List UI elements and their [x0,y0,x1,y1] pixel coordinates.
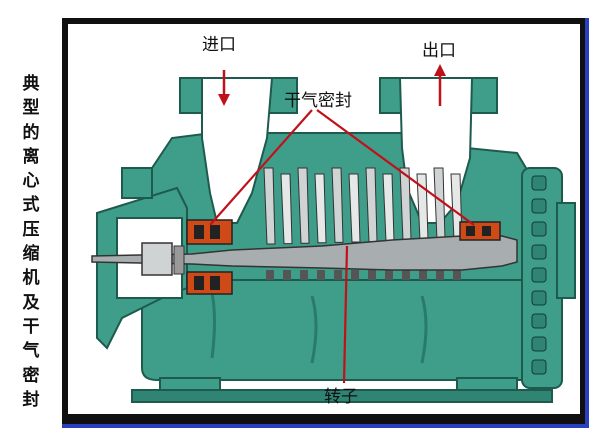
impeller-fin [297,167,310,244]
lower-casing [131,279,553,403]
diagram-panel: 进口 出口 干气密封 转子 [62,18,589,428]
bolt [531,359,547,375]
side-title-char: 封 [22,389,40,410]
impeller-hub [317,270,325,280]
impeller-hub [453,270,461,280]
side-title-char: 型 [22,98,40,119]
side-title-char: 及 [22,292,40,313]
compressor-diagram: 进口 出口 干气密封 转子 [62,18,589,428]
frame-blue-bottom [62,424,589,428]
side-title-char: 干 [22,316,40,337]
side-title-char: 的 [22,122,40,143]
label-rotor: 转子 [324,387,358,407]
dry-gas-seal-right [459,221,501,241]
impeller-hub [385,270,393,280]
bolt [531,175,547,191]
side-title-char: 典 [22,74,40,94]
impeller-hub [436,270,444,280]
side-title-char: 机 [22,268,40,289]
side-title-char: 缩 [22,244,40,265]
bolt [531,290,547,306]
impeller-hub [368,270,376,280]
impeller-fins [263,167,463,280]
bolt [531,336,547,352]
bolt-column [531,175,547,375]
dry-gas-seal-left [186,219,233,295]
bolt [531,221,547,237]
impeller-hub [334,270,342,280]
impeller-hub [300,270,308,280]
down-arrow-icon [218,70,230,106]
impeller-hub [402,270,410,280]
up-arrow-icon [434,64,446,106]
impeller-hub [283,270,291,280]
leader-lines [209,109,475,384]
side-title: 典型的离心式压缩机及干气密封 [14,72,48,412]
rotor-shaft [91,235,518,276]
frame-blue-edge [585,18,589,428]
side-title-char: 压 [22,219,40,240]
bolt [531,198,547,214]
side-title-char: 心 [22,171,40,192]
label-inlet: 进口 [202,35,236,55]
side-title-char: 式 [22,195,40,216]
bolt [531,244,547,260]
impeller-fin [348,173,361,243]
impeller-fin [263,167,276,245]
impeller-fin [331,167,344,243]
side-title-char: 密 [22,365,40,386]
impeller-fin [280,173,293,245]
label-dry-gas-seal: 干气密封 [284,91,352,111]
label-outlet: 出口 [422,41,456,61]
impeller-hub [266,270,274,280]
impeller-fin [314,173,327,244]
bolt [531,267,547,283]
side-title-char: 离 [22,146,40,167]
bolt [531,313,547,329]
impeller-hub [351,270,359,280]
impeller-hub [419,270,427,280]
side-title-char: 气 [22,341,40,362]
